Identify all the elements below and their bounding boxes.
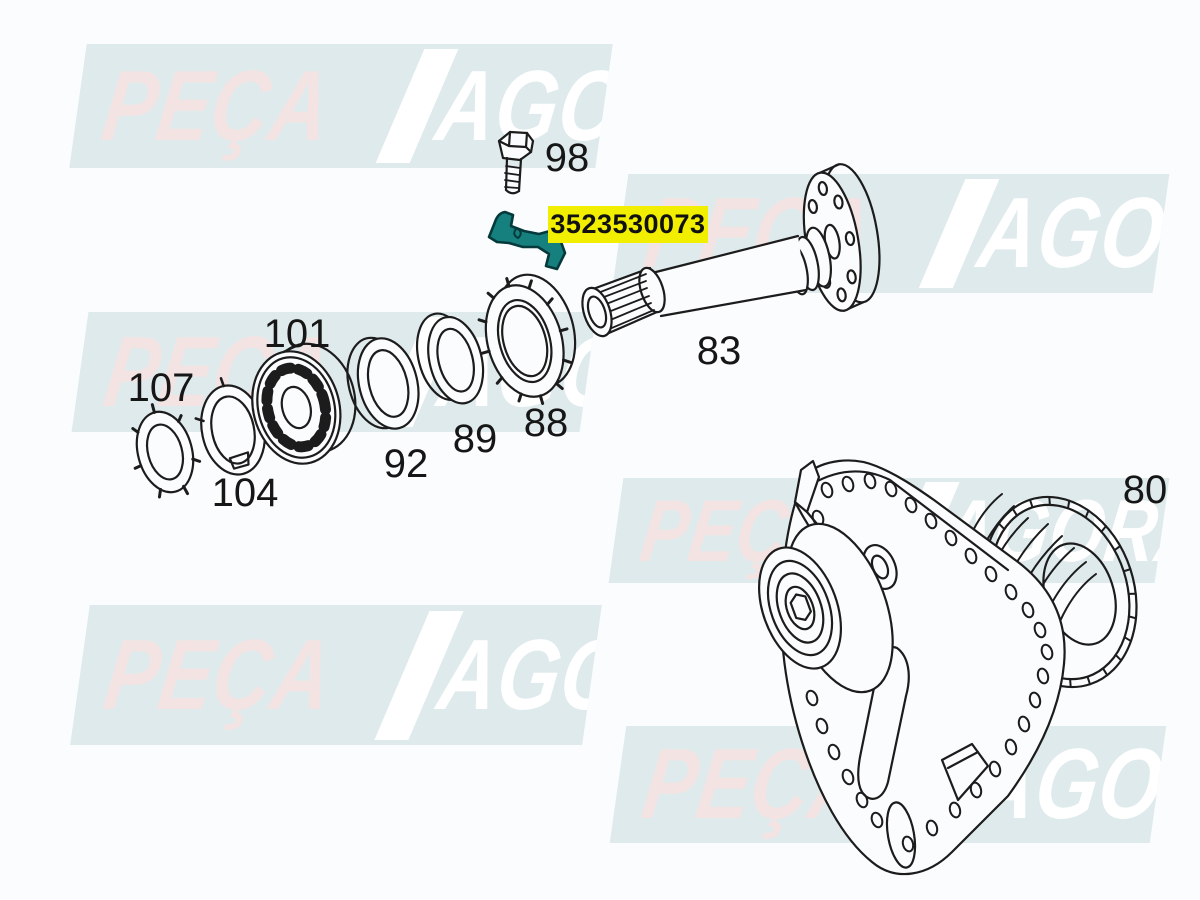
part-label-88: 88 xyxy=(523,401,569,445)
drive-shaft-drawing xyxy=(581,163,881,338)
part-label-92: 92 xyxy=(383,442,429,486)
washer-92-drawing xyxy=(346,336,420,430)
part-number-highlight: 3523530073 xyxy=(548,206,708,243)
ball-bearing-drawing xyxy=(251,342,357,465)
lock-ring-drawing xyxy=(131,403,202,499)
part-label-89: 89 xyxy=(452,417,498,461)
bolt-drawing xyxy=(497,130,535,195)
part-label-107: 107 xyxy=(127,366,195,410)
part-label-98: 98 xyxy=(544,136,590,180)
part-label-80: 80 xyxy=(1122,468,1168,512)
part-label-101: 101 xyxy=(263,312,331,356)
differential-drawing xyxy=(757,459,1138,876)
ring-89-drawing xyxy=(416,312,485,405)
part-label-104: 104 xyxy=(211,471,279,515)
adjusting-nut-drawing xyxy=(477,273,577,406)
part-label-83: 83 xyxy=(696,329,742,373)
